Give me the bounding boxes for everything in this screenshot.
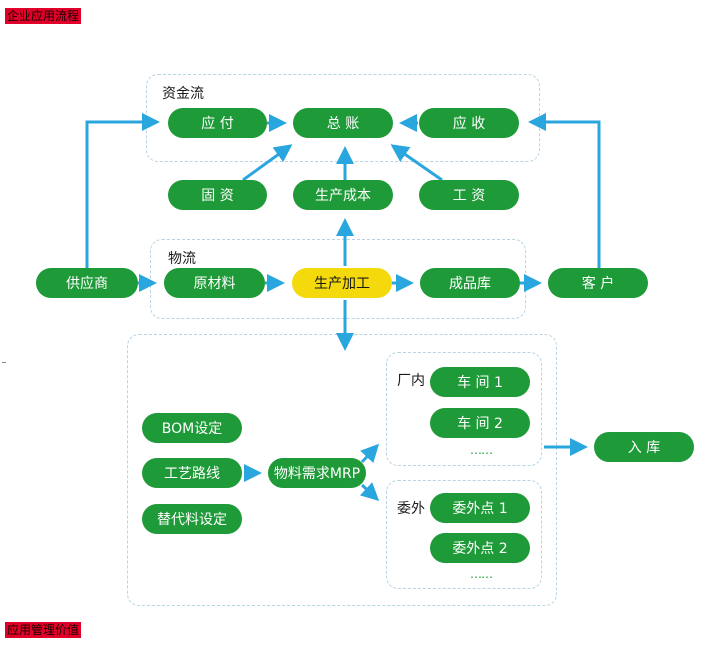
arrow-customer-to-receivable xyxy=(528,113,601,268)
production-cost-node: 生产成本 xyxy=(293,180,393,210)
in-plant-region xyxy=(386,352,542,466)
raw-materials-node: 原材料 xyxy=(164,268,265,298)
section-heading-value: 应用管理价值 xyxy=(5,622,82,638)
ledger-node: 总 账 xyxy=(293,108,393,138)
section-heading-process: 企业应用流程 xyxy=(5,8,82,24)
mrp-node: 物料需求MRP xyxy=(268,458,366,488)
arrow-wages-to-ledger xyxy=(390,144,443,182)
in-plant-label: 厂内 xyxy=(397,373,425,389)
material-flow-label: 物流 xyxy=(168,251,196,267)
outsourced-region xyxy=(386,480,542,589)
workshop-1-node: 车 间 1 xyxy=(430,367,530,397)
more-outsource-points: …… xyxy=(470,567,493,581)
customer-node: 客 户 xyxy=(548,268,648,298)
bom-node: BOM设定 xyxy=(142,413,242,443)
routing-node: 工艺路线 xyxy=(142,458,242,488)
arrow-mrp-to-inplant xyxy=(360,443,380,464)
outsource-1-node: 委外点 1 xyxy=(430,493,530,523)
workshop-2-node: 车 间 2 xyxy=(430,408,530,438)
payable-node: 应 付 xyxy=(168,108,267,138)
arrow-supplier-to-payable xyxy=(85,113,160,268)
stray-mark xyxy=(2,362,6,363)
receivable-node: 应 收 xyxy=(419,108,519,138)
finance-flow-label: 资金流 xyxy=(162,86,204,102)
arrow-fixed-assets-to-ledger xyxy=(242,144,293,182)
fixed-assets-node: 固 资 xyxy=(168,180,267,210)
outsourced-label: 委外 xyxy=(397,501,425,517)
finished-goods-node: 成品库 xyxy=(420,268,520,298)
outsource-2-node: 委外点 2 xyxy=(430,533,530,563)
substitute-node: 替代料设定 xyxy=(142,504,242,534)
production-node: 生产加工 xyxy=(292,268,392,298)
arrow-mrp-to-outsourced xyxy=(359,482,380,502)
wages-node: 工 资 xyxy=(419,180,519,210)
inbound-node: 入 库 xyxy=(594,432,694,462)
more-workshops: …… xyxy=(470,443,493,457)
supplier-node: 供应商 xyxy=(36,268,138,298)
